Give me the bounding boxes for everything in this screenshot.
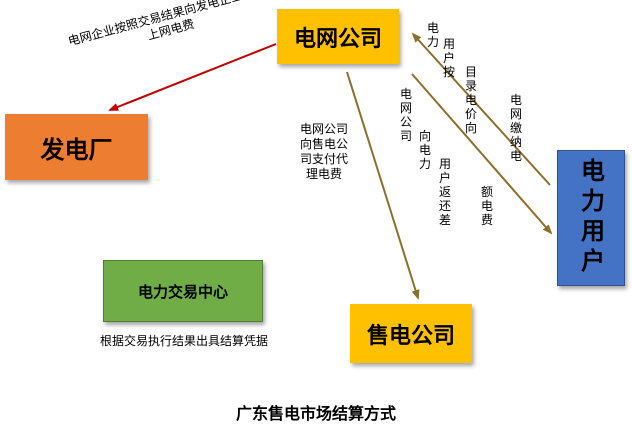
label-char: 向 bbox=[419, 128, 431, 143]
label-char: 差 bbox=[439, 213, 451, 227]
label-char: 户 bbox=[439, 170, 451, 185]
node-power-plant-label: 发电厂 bbox=[40, 135, 113, 164]
label-char: 录 bbox=[465, 79, 477, 93]
label-char: 力 bbox=[419, 157, 431, 171]
label-char: 网 bbox=[400, 101, 412, 115]
label-trading-center-note: 根据交易执行结果出具结算凭据 bbox=[100, 334, 269, 348]
label-char: 返 bbox=[439, 185, 451, 199]
node-retail-company-label: 售电公司 bbox=[366, 323, 455, 349]
label-grid-to-retail: 电网公司向售电公司支付代理电费 bbox=[299, 122, 348, 181]
label-char: 电 bbox=[419, 143, 431, 157]
label-char: 电 bbox=[481, 199, 493, 213]
node-grid-company: 电网公司 bbox=[277, 9, 399, 64]
diagram-title: 广东售电市场结算方式 bbox=[235, 404, 396, 423]
label-char: 电 bbox=[510, 93, 522, 107]
node-power-user-label: 电力用户 bbox=[576, 158, 605, 278]
label-char: 纳 bbox=[510, 135, 522, 149]
label-char: 力 bbox=[427, 35, 439, 49]
label-char: 网 bbox=[510, 107, 522, 121]
label-char: 用 bbox=[443, 37, 455, 51]
label-char: 电 bbox=[400, 87, 412, 101]
node-trading-center: 电力交易中心 bbox=[103, 260, 263, 322]
label-char: 还 bbox=[439, 199, 451, 213]
label-char: 户 bbox=[443, 50, 455, 65]
label-char: 公 bbox=[400, 115, 412, 129]
label-char: 向 bbox=[465, 120, 477, 135]
label-char: 用 bbox=[439, 157, 451, 171]
label-char: 目 bbox=[465, 65, 477, 79]
label-char: 缴 bbox=[510, 120, 522, 135]
arrow-grid-to-plant bbox=[108, 43, 277, 111]
arrow-user-to-grid bbox=[411, 32, 551, 186]
label-char: 电 bbox=[465, 93, 477, 107]
node-trading-center-label: 电力交易中心 bbox=[137, 282, 228, 301]
label-char: 按 bbox=[443, 65, 455, 79]
label-char: 价 bbox=[465, 107, 477, 121]
label-char: 额 bbox=[481, 185, 493, 199]
label-char: 电 bbox=[427, 21, 439, 35]
node-grid-company-label: 电网公司 bbox=[293, 26, 382, 52]
label-char: 电 bbox=[510, 149, 522, 163]
node-retail-company: 售电公司 bbox=[350, 304, 472, 363]
label-char: 费 bbox=[481, 213, 493, 227]
label-grid-to-user: 电网公司向电力用户返还差额电费 bbox=[400, 87, 493, 227]
node-power-user: 电力用户 bbox=[557, 150, 625, 286]
arrow-grid-to-retail bbox=[346, 71, 420, 300]
label-char: 司 bbox=[400, 129, 412, 143]
node-power-plant: 发电厂 bbox=[5, 114, 148, 180]
label-user-to-grid: 电力用户按目录电价向电网缴纳电 bbox=[427, 21, 522, 163]
arrow-grid-to-user bbox=[411, 73, 553, 235]
